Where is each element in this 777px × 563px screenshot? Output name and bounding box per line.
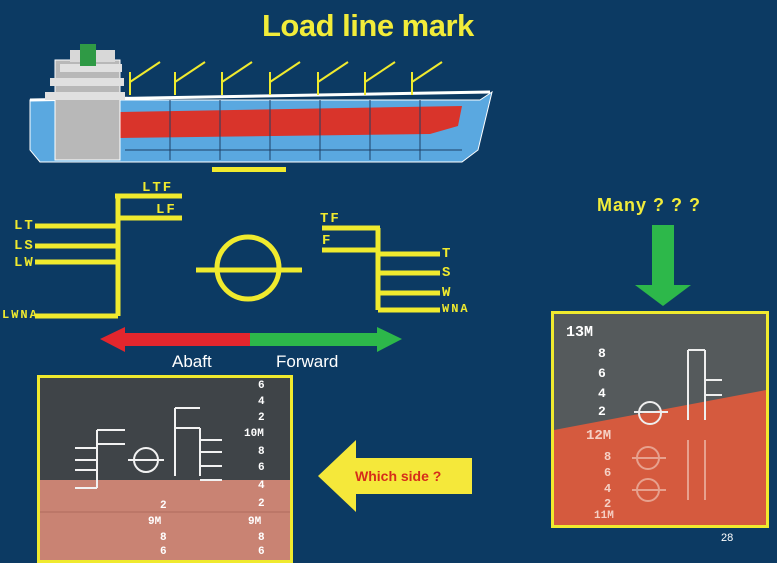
mark-tf: TF <box>320 211 341 227</box>
mark-f: F <box>322 233 333 249</box>
yellow-left-arrow <box>318 440 472 512</box>
draft-number: 4 <box>258 480 265 492</box>
left-photo <box>37 375 293 563</box>
draft-number: 2 <box>258 412 265 424</box>
mark-ls: LS <box>14 238 35 254</box>
draft-number: 2 <box>160 500 167 512</box>
mark-wna: WNA <box>442 302 470 316</box>
draft-number: 6 <box>258 380 265 392</box>
mark-w: W <box>442 285 453 301</box>
green-down-arrow <box>635 225 691 306</box>
slide-title: Load line mark <box>262 8 474 43</box>
mark-s: S <box>442 265 453 281</box>
draft-number: 6 <box>598 366 606 381</box>
draft-number: 12M <box>586 428 612 444</box>
mark-ltf: LTF <box>142 180 174 196</box>
draft-number: 13M <box>566 324 594 341</box>
draft-number: 2 <box>258 498 265 510</box>
draft-number: 8 <box>604 450 612 464</box>
draft-number: 8 <box>258 446 265 458</box>
draft-number: 8 <box>160 532 167 544</box>
draft-number: 2 <box>598 404 606 419</box>
mark-lwna: LWNA <box>2 308 39 322</box>
draft-number: 2 <box>604 497 612 511</box>
draft-number: 6 <box>604 466 612 480</box>
draft-number: 6 <box>258 546 265 558</box>
load-line-diagram <box>35 193 440 319</box>
many-callout: Many ? ? ? <box>597 195 701 215</box>
mark-lf: LF <box>156 202 177 218</box>
abaft-label: Abaft <box>172 352 212 371</box>
draft-number: 11M <box>594 510 614 522</box>
direction-arrow <box>100 327 402 352</box>
mark-lt: LT <box>14 218 35 234</box>
right-photo <box>551 311 769 528</box>
which-side-callout: Which side ? <box>355 468 442 484</box>
draft-number: 4 <box>258 396 265 408</box>
draft-number: 9M <box>248 516 262 528</box>
draft-number: 10M <box>244 428 264 440</box>
forward-label: Forward <box>276 352 339 371</box>
page-number: 28 <box>721 532 734 544</box>
draft-number: 9M <box>148 516 162 528</box>
draft-number: 4 <box>598 386 606 401</box>
ship-illustration <box>29 44 493 172</box>
draft-number: 6 <box>258 462 265 474</box>
draft-number: 8 <box>598 346 606 361</box>
draft-number: 4 <box>604 482 612 496</box>
draft-number: 6 <box>160 546 167 558</box>
mark-t: T <box>442 246 453 262</box>
mark-lw: LW <box>14 255 35 271</box>
draft-number: 8 <box>258 532 265 544</box>
